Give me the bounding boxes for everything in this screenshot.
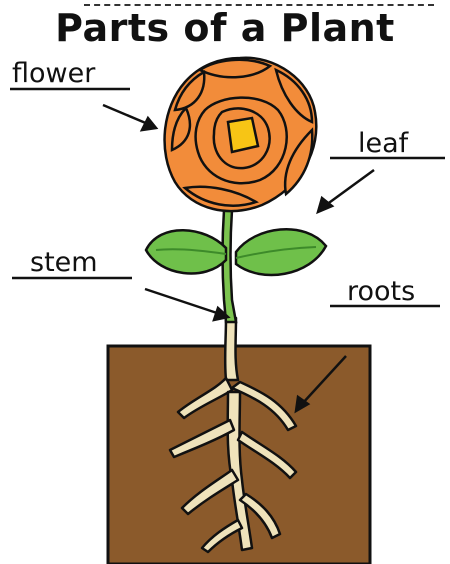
flower-arrow <box>103 105 148 124</box>
leaf-arrow <box>326 170 374 205</box>
label-flower: flower <box>12 60 95 87</box>
stem-arrow <box>145 289 220 314</box>
label-roots: roots <box>347 278 415 305</box>
label-stem: stem <box>30 249 98 276</box>
flower-drawing <box>165 58 317 211</box>
stem-drawing <box>223 210 237 322</box>
label-leaf: leaf <box>358 130 408 157</box>
leaves-drawing <box>146 229 326 275</box>
